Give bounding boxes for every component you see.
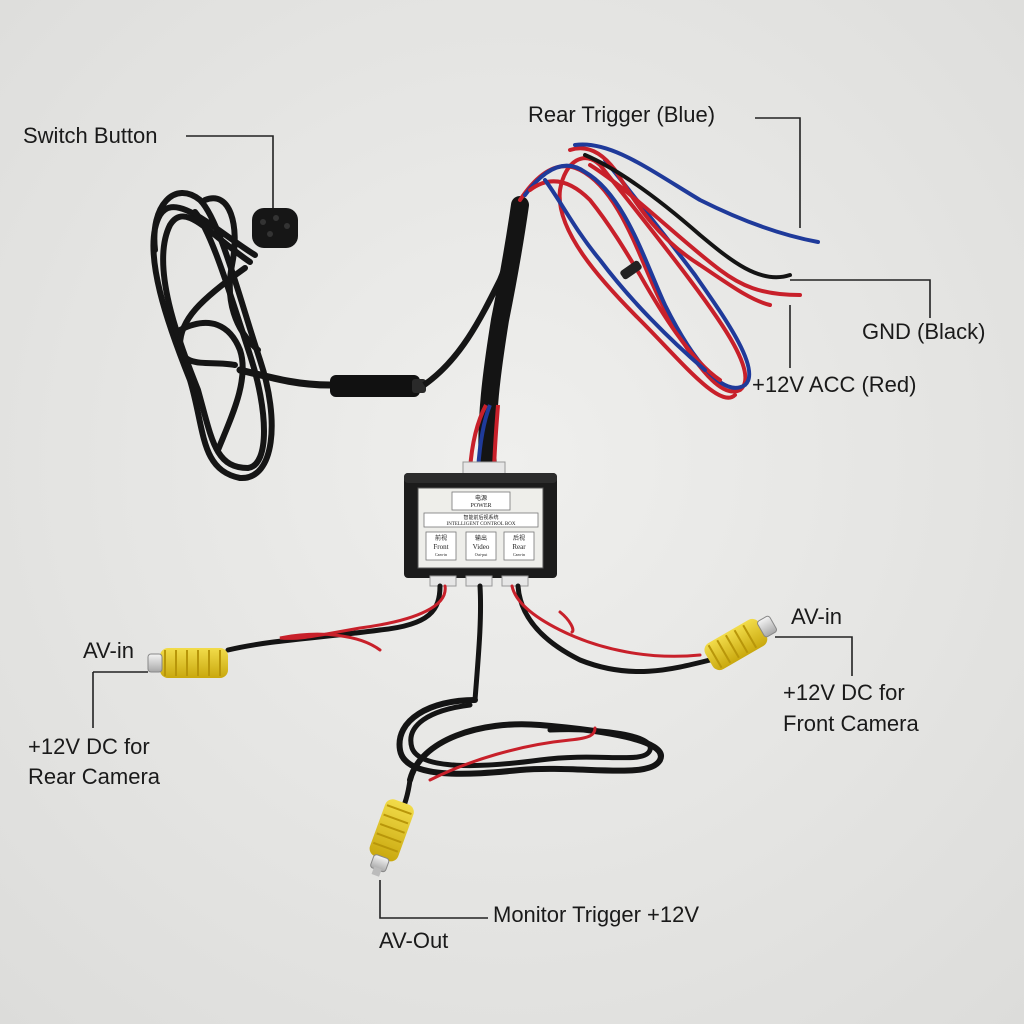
- switch-cable-plug: [330, 375, 420, 397]
- left-rca-connector: [147, 648, 228, 678]
- box-rear: Rear: [512, 543, 526, 551]
- label-rear-trigger: Rear Trigger (Blue): [528, 102, 716, 127]
- right-av-cable: [510, 583, 713, 675]
- label-front-dc-1: +12V DC for: [783, 680, 905, 705]
- switch-button-cable: [150, 190, 334, 482]
- label-switch-button: Switch Button: [23, 123, 158, 148]
- box-rear-cn: 后视: [513, 534, 525, 542]
- label-monitor-trigger: Monitor Trigger +12V: [493, 902, 700, 927]
- label-rear-dc-2: Rear Camera: [28, 764, 161, 789]
- box-front: Front: [433, 543, 448, 551]
- av-out-cable: [396, 583, 664, 818]
- box-front-cn: 前视: [435, 534, 447, 542]
- box-power: POWER: [471, 503, 492, 509]
- label-acc: +12V ACC (Red): [752, 372, 917, 397]
- label-rear-dc-1: +12V DC for: [28, 734, 150, 759]
- av-out-rca-connector: [369, 799, 414, 877]
- switch-button: [252, 208, 298, 248]
- right-rca-connector: [704, 615, 778, 671]
- box-video-cn: 输出: [475, 534, 487, 542]
- label-gnd: GND (Black): [862, 319, 986, 344]
- label-front-dc-2: Front Camera: [783, 711, 919, 736]
- box-system-cn: 智能前后视系统: [463, 514, 498, 521]
- box-power-cn: 电源: [475, 494, 487, 502]
- box-video: Video: [473, 543, 490, 551]
- label-av-in-left: AV-in: [83, 638, 134, 663]
- box-system: INTELLIGENT CONTROL BOX: [447, 522, 516, 527]
- label-av-in-right: AV-in: [791, 604, 842, 629]
- box-video-sub: Out-put: [475, 552, 488, 557]
- callout-lines: [92, 117, 931, 919]
- control-box: 电源 POWER 智能前后视系统 INTELLIGENT CONTROL BOX…: [404, 473, 557, 587]
- power-wire-loop: [518, 142, 820, 400]
- label-av-out: AV-Out: [379, 928, 449, 953]
- box-rear-sub: Cam-in: [513, 552, 525, 557]
- harness-sleeve: [478, 196, 529, 479]
- left-av-cable: [225, 583, 447, 653]
- box-front-sub: Cam-in: [435, 552, 447, 557]
